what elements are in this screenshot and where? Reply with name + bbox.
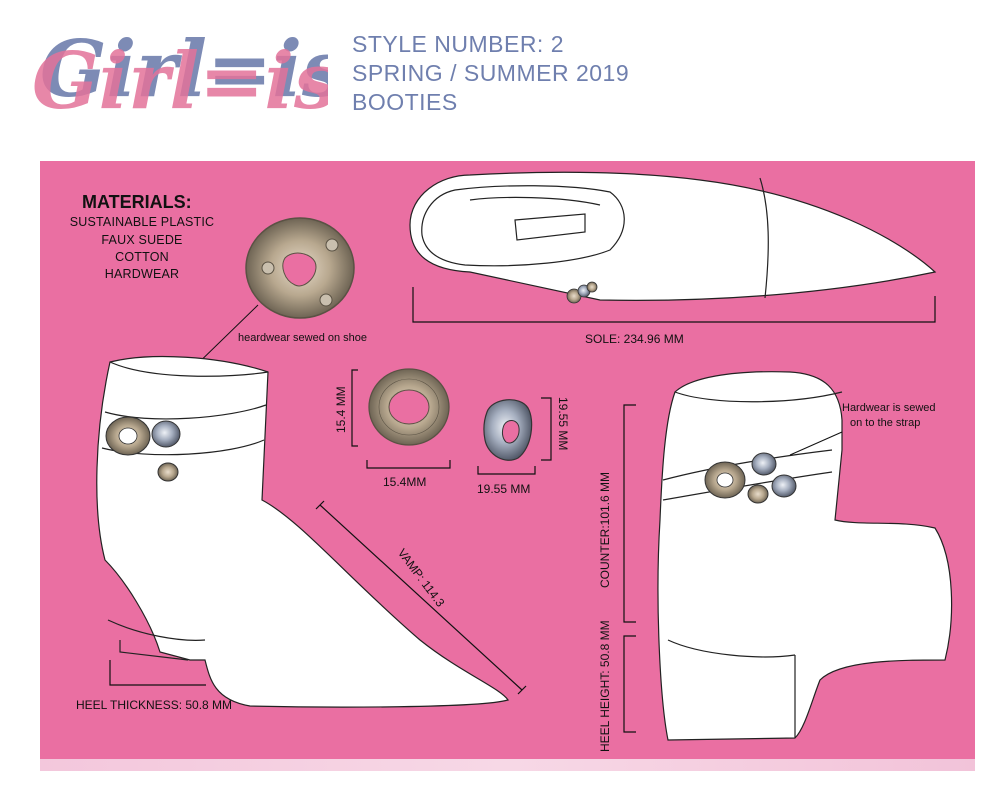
oval-dimension-lines xyxy=(477,397,552,475)
ring-detail-icon xyxy=(368,368,450,446)
oval-detail-icon xyxy=(483,399,533,461)
heel-thickness-dimension-line xyxy=(109,660,206,686)
counter-label: COUNTER:101.6 MM xyxy=(598,471,612,588)
material-item: SUSTAINABLE PLASTIC xyxy=(69,215,215,229)
counter-dimension-line xyxy=(623,404,636,623)
brand-logo: Girl=ish Girl=ish xyxy=(32,24,328,127)
season: SPRING / SUMMER 2019 xyxy=(352,60,630,86)
ring-dimension-lines xyxy=(351,369,451,469)
logo-text: Girl=ish xyxy=(32,36,328,127)
materials-title: MATERIALS: xyxy=(82,192,192,212)
hardware-detail-icon xyxy=(245,217,355,319)
sole-dimension-line xyxy=(412,287,936,323)
material-item: FAUX SUEDE xyxy=(101,233,183,247)
ring-width-label: 15.4MM xyxy=(383,475,427,489)
heel-height-label: HEEL HEIGHT: 50.8 MM xyxy=(598,620,612,752)
back-view-hardware xyxy=(704,452,797,504)
side-view-hardware xyxy=(105,416,181,482)
style-number: STYLE NUMBER: 2 xyxy=(352,31,564,57)
bottom-strip xyxy=(40,759,975,771)
oval-height-label: 19.55 MM xyxy=(556,397,570,451)
material-item: COTTON xyxy=(115,250,169,264)
strap-leader-line xyxy=(789,431,843,456)
sole-label: SOLE: 234.96 MM xyxy=(585,332,684,346)
heel-height-dimension-line xyxy=(623,635,636,733)
material-item: HARDWEAR xyxy=(104,267,180,281)
strap-note-line2: on to the strap xyxy=(850,417,921,429)
logo-text-shadow: Girl=ish xyxy=(40,24,328,115)
top-view-hardware-icon xyxy=(566,281,598,304)
oval-width-label: 19.55 MM xyxy=(477,482,531,496)
strap-note-line1: Hardwear is sewed xyxy=(842,402,936,414)
top-view-boot xyxy=(409,171,937,301)
hardware-note: heardwear sewed on shoe xyxy=(238,332,368,344)
ring-height-label: 15.4 MM xyxy=(334,386,348,433)
category: BOOTIES xyxy=(352,89,458,115)
style-header: STYLE NUMBER: 2 SPRING / SUMMER 2019 BOO… xyxy=(352,30,629,117)
heel-thickness-label: HEEL THICKNESS: 50.8 MM xyxy=(76,698,233,712)
vamp-dimension-line xyxy=(319,504,523,691)
